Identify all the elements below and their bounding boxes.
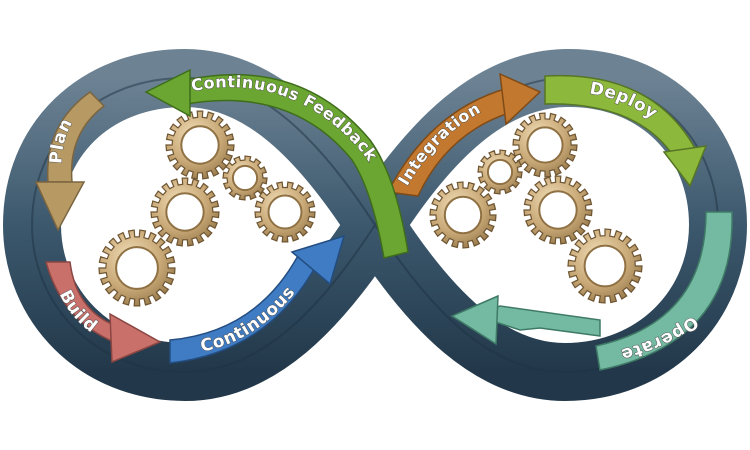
gear-icon [150,177,220,247]
gear-icon [98,229,176,307]
gear-icon [567,228,643,304]
gear-icon [429,181,497,249]
arrow-deploy: Deploy [544,74,708,188]
gear-icon [512,112,578,178]
gear-icon [477,149,523,195]
gear-icon [523,175,593,245]
gear-icon [254,181,316,243]
gear-icon [222,155,268,201]
gear-icon [165,110,235,180]
arrow-plan: Plan [34,91,106,232]
gear-cluster [98,110,643,307]
